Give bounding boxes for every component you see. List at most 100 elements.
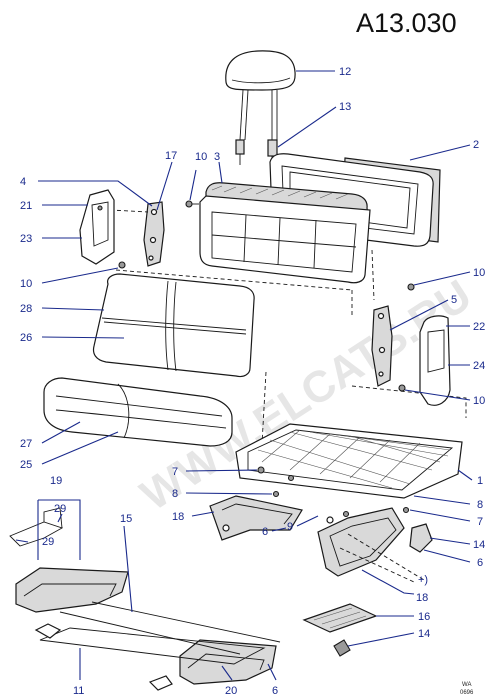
leader-7-right xyxy=(409,509,471,522)
callout-10-right-bottom: 10 xyxy=(473,395,485,407)
leader-29-left xyxy=(15,539,29,543)
mounting-plate-part xyxy=(302,603,378,633)
left-seat-bracket-part xyxy=(209,495,303,541)
callout-15: 15 xyxy=(120,513,132,525)
callout-8-right: 8 xyxy=(477,499,483,511)
leader-2 xyxy=(409,144,471,161)
leader-17 xyxy=(156,161,173,211)
callout-22: 22 xyxy=(473,321,485,333)
stamp-bottom: 0696 xyxy=(460,690,474,696)
callout-6-left: 6 xyxy=(262,526,268,538)
leader-13 xyxy=(277,106,337,148)
callout-12: 12 xyxy=(339,66,351,78)
leader-27 xyxy=(41,421,81,444)
callout-18-left: 18 xyxy=(172,511,184,523)
leader-9 xyxy=(296,515,319,527)
callout-6-bottom: 6 xyxy=(272,685,278,697)
backrest-frame-part xyxy=(199,182,371,284)
callout-24: 24 xyxy=(473,360,485,372)
seat-rail-assembly-part xyxy=(9,507,281,691)
leader-26 xyxy=(41,336,125,339)
callout-25: 25 xyxy=(20,459,32,471)
callout-3: 3 xyxy=(214,151,220,163)
leader-10-left xyxy=(41,267,119,284)
bolt-part-left xyxy=(118,261,126,269)
callout-6-right: 6 xyxy=(477,557,483,569)
diagram-code: A13.030 xyxy=(356,8,457,38)
callout-26: 26 xyxy=(20,332,32,344)
right-hinge-cover-part xyxy=(419,315,451,406)
leader-8-right xyxy=(413,495,471,505)
bolt-part-right-top xyxy=(407,283,415,291)
leader-19 xyxy=(37,499,81,560)
callout-9: 9 xyxy=(287,521,293,533)
small-bracket-part xyxy=(409,523,433,553)
dash-hinge-left xyxy=(109,209,149,213)
callout-13: 13 xyxy=(339,101,351,113)
dash-align-4 xyxy=(351,385,467,418)
callout-27: 27 xyxy=(20,438,32,450)
seat-frame-part xyxy=(235,423,463,499)
callout-7-left: 7 xyxy=(172,466,178,478)
callout-18-right: 18 xyxy=(416,592,428,604)
leader-29-top xyxy=(57,513,63,523)
leader-10-right-top xyxy=(413,271,471,286)
clip-part xyxy=(333,639,351,657)
left-hinge-cover-part xyxy=(79,189,115,265)
dash-align-1 xyxy=(115,269,353,291)
callout-5: 5 xyxy=(451,294,457,306)
dash-align-3 xyxy=(371,249,375,301)
callout-10-top: 10 xyxy=(195,151,207,163)
leader-18-left xyxy=(191,511,215,517)
callout-11: 11 xyxy=(73,685,84,697)
leader-6-bottom xyxy=(267,663,277,681)
callout-7-right: 7 xyxy=(477,516,483,528)
bolt-part-8-left xyxy=(272,474,295,498)
leader-4 xyxy=(38,180,153,207)
callout-1: 1 xyxy=(477,475,483,487)
callout-19: 19 xyxy=(50,475,62,487)
callout-17: 17 xyxy=(165,150,177,162)
callout-2: 2 xyxy=(473,139,479,151)
leader-10-top xyxy=(189,169,197,201)
dash-bracket-right xyxy=(339,533,425,583)
leader-28 xyxy=(41,307,105,311)
leader-10-right-bottom xyxy=(404,389,471,401)
bolt-part-right-bottom xyxy=(398,384,406,392)
callout-10-left: 10 xyxy=(20,278,32,290)
leader-18-right xyxy=(361,569,415,595)
callout-10-right-top: 10 xyxy=(473,267,485,279)
bolt-part-7-left xyxy=(257,466,265,474)
right-hinge-part xyxy=(371,305,393,387)
callout-28: 28 xyxy=(20,303,32,315)
headrest-part xyxy=(225,50,296,141)
stamp-top: WA xyxy=(462,682,471,688)
callout-14-bottom: 14 xyxy=(418,628,430,640)
callout-20: 20 xyxy=(225,685,237,697)
callout-29-top: 29 xyxy=(54,503,66,515)
leader-25 xyxy=(41,431,119,465)
left-hinge-part xyxy=(143,201,165,267)
plus-mark: +) xyxy=(418,574,428,586)
seat-cushion-part xyxy=(43,377,233,447)
backrest-cushion-part xyxy=(92,273,255,378)
leader-3 xyxy=(218,161,223,184)
leader-8-left xyxy=(185,492,273,495)
leader-15 xyxy=(123,525,133,613)
callout-29-left: 29 xyxy=(42,536,54,548)
callout-14-right: 14 xyxy=(473,539,485,551)
leader-6-left xyxy=(271,527,287,532)
dash-align-2 xyxy=(261,290,353,445)
callout-23: 23 xyxy=(20,233,32,245)
right-seat-bracket-part xyxy=(317,506,410,577)
leader-20 xyxy=(221,665,233,681)
leader-14-right xyxy=(429,537,471,545)
leader-5 xyxy=(389,299,449,331)
leader-1 xyxy=(457,469,473,481)
leader-6-right xyxy=(423,549,471,563)
callout-8-left: 8 xyxy=(172,488,178,500)
bolt-part xyxy=(185,200,199,208)
leader-7-left xyxy=(185,469,258,472)
callout-16: 16 xyxy=(418,611,430,623)
